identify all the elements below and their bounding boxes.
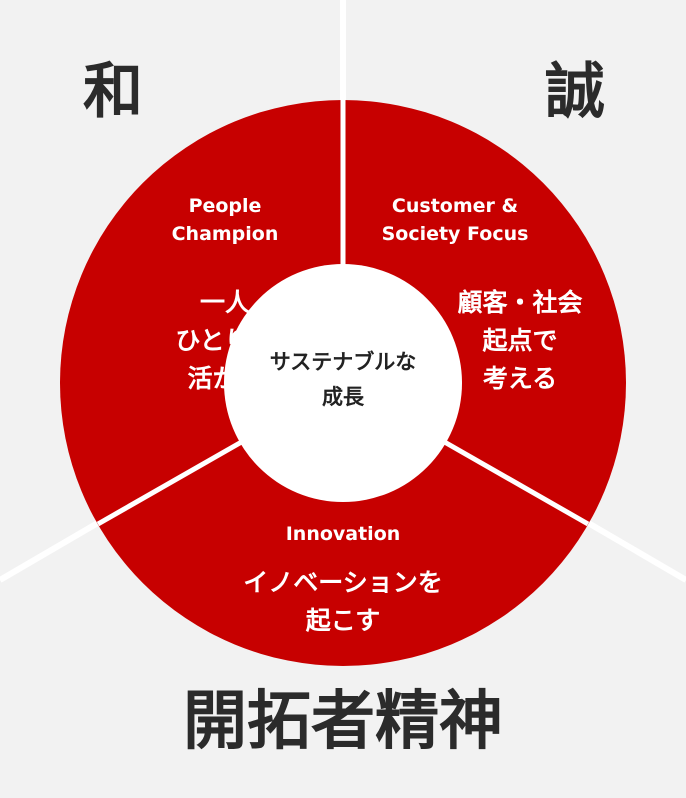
customer-japanese-line-3: 考える (482, 364, 558, 393)
customer-english-line-1: Customer & (391, 195, 519, 217)
innovation-japanese-line-2: 起こす (305, 606, 381, 635)
customer-english-line-2: Society Focus (381, 223, 529, 245)
center-line-2: 成長 (322, 385, 364, 409)
section-innovation: Innovation イノベーションを 起こす (193, 520, 493, 640)
customer-japanese-line-2: 起点で (482, 326, 558, 355)
section-people-champion: People Champion 一人 ひとりを 活かす (75, 192, 375, 398)
value-wa-heading: 和 (83, 57, 143, 127)
people-japanese-line-3: 活かす (187, 364, 263, 393)
section-customer-society-focus: Customer & Society Focus 顧客・社会 起点で 考える (345, 192, 645, 398)
people-english-line-1: People (188, 195, 262, 217)
customer-japanese-line-1: 顧客・社会 (457, 288, 583, 317)
innovation-japanese-line-1: イノベーションを (243, 568, 443, 597)
people-japanese-line-2: ひとりを (175, 326, 275, 355)
divider-left (96, 437, 247, 527)
people-english-line-2: Champion (171, 223, 279, 245)
value-makoto-heading: 誠 (545, 57, 605, 127)
innovation-english-line-1: Innovation (285, 523, 401, 545)
center-circle (224, 264, 462, 502)
center-line-1: サステナブルな (269, 350, 417, 374)
people-japanese-line-1: 一人 (199, 288, 250, 317)
divider-right (439, 437, 590, 527)
value-pioneer-spirit-heading: 開拓者精神 (183, 685, 503, 759)
center-label: サステナブルな 成長 (243, 345, 443, 415)
